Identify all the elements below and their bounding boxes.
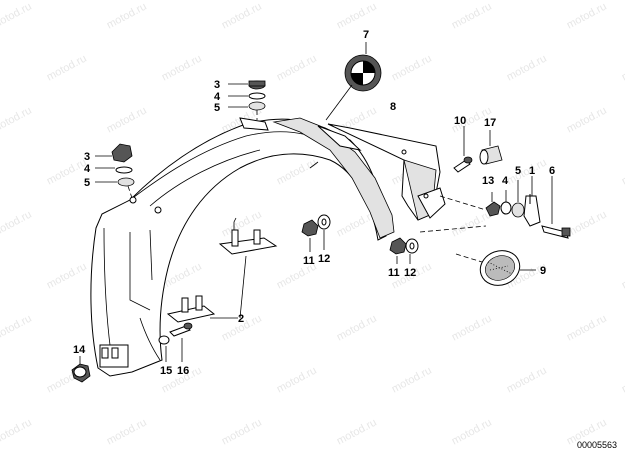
reflector-mount-hardware bbox=[419, 176, 571, 239]
callout-8: 8 bbox=[390, 101, 396, 113]
fender-tail-section bbox=[272, 117, 395, 239]
callout-11: 11 bbox=[388, 267, 400, 279]
callout-5: 5 bbox=[515, 165, 521, 177]
callout-10: 10 bbox=[454, 115, 466, 127]
reflector bbox=[455, 250, 536, 286]
mount-hole bbox=[129, 196, 137, 204]
callout-6: 6 bbox=[549, 165, 555, 177]
top-mount-pad bbox=[239, 117, 269, 131]
license-plate-bracket bbox=[327, 123, 446, 221]
callout-15: 15 bbox=[160, 365, 172, 377]
callout-1: 1 bbox=[529, 165, 535, 177]
callout-14: 14 bbox=[73, 344, 86, 356]
callout-16: 16 bbox=[177, 365, 189, 377]
callout-5: 5 bbox=[84, 177, 90, 189]
callout-17: 17 bbox=[484, 117, 496, 129]
callout-4: 4 bbox=[84, 163, 91, 175]
rubber-mounts bbox=[166, 217, 278, 323]
callout-3: 3 bbox=[84, 151, 90, 163]
callout-labels: 7 3 4 5 8 10 17 3 4 5 13 4 5 1 6 11 12 1… bbox=[73, 29, 555, 377]
callout-9: 9 bbox=[540, 265, 546, 277]
diagram-reference-code: 00005563 bbox=[576, 440, 617, 450]
callout-12: 12 bbox=[404, 267, 416, 279]
callout-13: 13 bbox=[482, 175, 494, 187]
bmw-badge bbox=[325, 42, 382, 121]
nut-washer-right bbox=[389, 237, 419, 264]
callout-4: 4 bbox=[502, 175, 509, 187]
nut-washer-center bbox=[301, 214, 331, 252]
callout-7: 7 bbox=[363, 29, 369, 41]
callout-5: 5 bbox=[214, 102, 220, 114]
bolt-10 bbox=[453, 126, 473, 173]
callout-11: 11 bbox=[303, 255, 315, 267]
bottom-hardware bbox=[71, 322, 193, 383]
top-hardware-stack bbox=[228, 80, 266, 120]
rubber-cap bbox=[479, 130, 503, 165]
left-hardware-stack bbox=[95, 143, 135, 199]
callout-3: 3 bbox=[214, 79, 220, 91]
callout-4: 4 bbox=[214, 91, 221, 103]
callout-2: 2 bbox=[238, 313, 244, 325]
callout-12: 12 bbox=[318, 253, 330, 265]
